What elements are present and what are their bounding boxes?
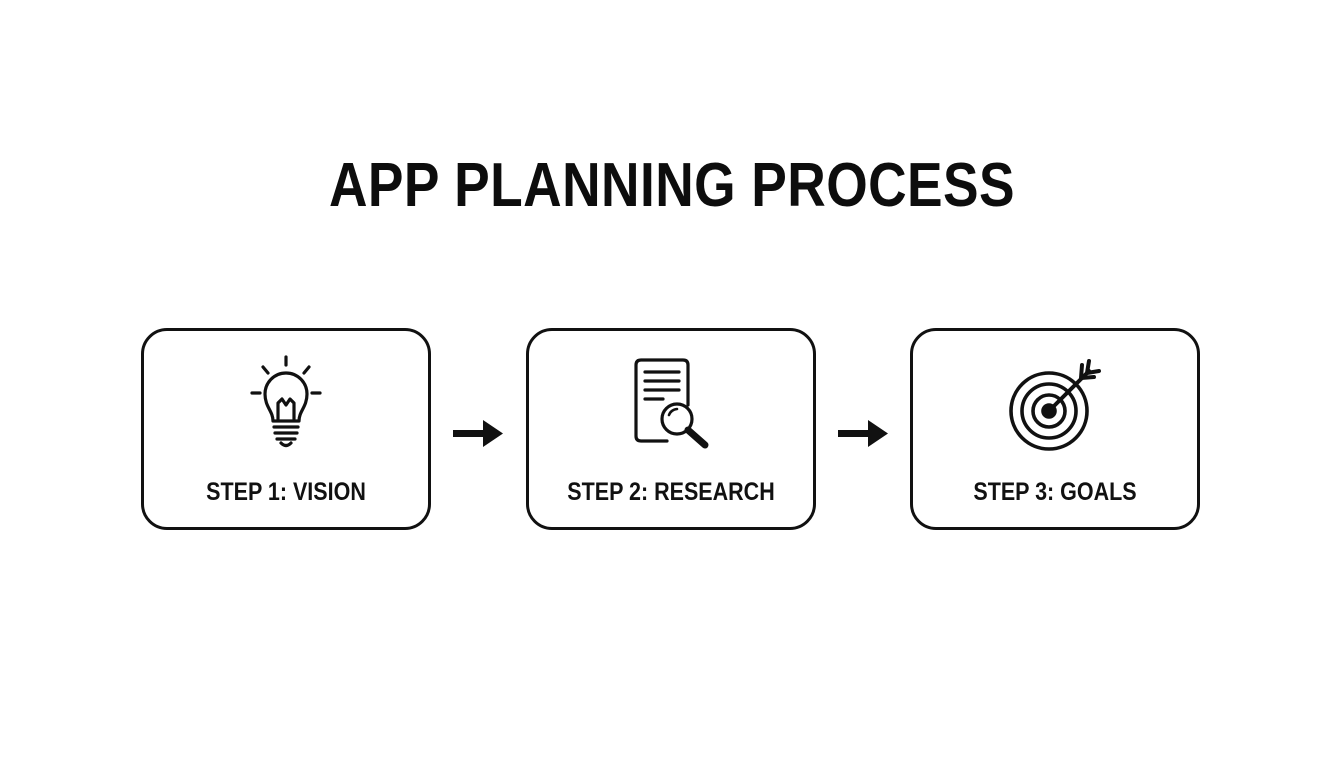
page-title: APP PLANNING PROCESS <box>328 151 1016 220</box>
step-card-vision: STEP 1: VISION <box>141 328 431 530</box>
document-search-icon <box>621 353 721 453</box>
arrow-right-icon <box>836 416 892 450</box>
step-label: STEP 3: GOALS <box>973 478 1137 506</box>
lightbulb-icon <box>236 353 336 453</box>
step-label: STEP 1: VISION <box>206 478 366 506</box>
step-card-goals: STEP 3: GOALS <box>910 328 1200 530</box>
step-label: STEP 2: RESEARCH <box>567 478 775 506</box>
step-card-research: STEP 2: RESEARCH <box>526 328 816 530</box>
target-arrow-icon <box>1005 353 1105 453</box>
arrow-right-icon <box>451 416 507 450</box>
